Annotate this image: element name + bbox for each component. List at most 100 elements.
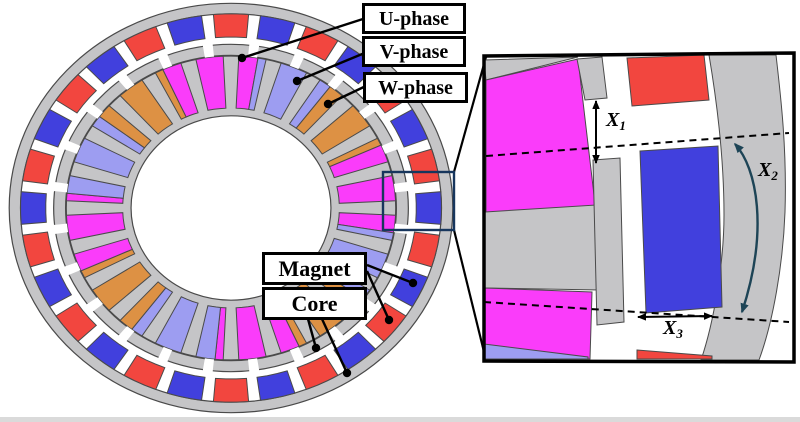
- x2-dimension-arrow: [733, 142, 759, 314]
- slot-opening-gap: [289, 346, 305, 364]
- pole-boundary-dashed-lower: [483, 301, 790, 323]
- core-leader-2: [320, 318, 349, 374]
- stator-slot-coil: [235, 305, 267, 361]
- rotor-magnet: [55, 73, 98, 114]
- rotor-magnet: [85, 331, 129, 371]
- rotor-magnet: [406, 148, 440, 185]
- stator-slot-coil: [73, 137, 136, 179]
- slot-opening-gap: [117, 326, 135, 343]
- stator-slot-coil: [65, 212, 126, 241]
- magnet-dot-red: [384, 315, 394, 325]
- stator-slot-coil: [162, 62, 199, 118]
- rotor-magnet: [166, 15, 206, 46]
- core-dot-tooth: [311, 343, 321, 353]
- rotor-magnet: [20, 191, 47, 225]
- u-phase-label-box: U-phase: [362, 3, 466, 34]
- rotor-magnet: [389, 108, 429, 148]
- slot-opening-gap: [202, 42, 214, 58]
- stator-tooth-tip-ring: [53, 43, 409, 373]
- dim-label-x2: X2: [758, 159, 778, 183]
- callout-lines: [241, 16, 414, 374]
- figure-bottom-edge: [0, 417, 800, 422]
- slot-opening-gap: [327, 73, 345, 90]
- detail-coil-upper: [485, 58, 597, 215]
- rotor-magnet: [123, 354, 166, 391]
- zoom-link-bottom: [452, 229, 488, 361]
- slot-opening-gap: [359, 103, 377, 119]
- u-phase-label: U-phase: [378, 7, 449, 30]
- rotor-magnet: [22, 148, 56, 185]
- slot-opening-gap: [157, 52, 173, 70]
- stator-slot-coil: [336, 223, 395, 241]
- v-phase-leader: [296, 50, 368, 83]
- x3-dimension-arrow: [637, 312, 713, 321]
- rotor-magnet: [22, 231, 56, 268]
- stator-slot-coil: [248, 57, 267, 111]
- stator-slot-coil: [154, 296, 199, 354]
- detail-tooth-shoe: [592, 157, 625, 326]
- stator-slot-coil: [329, 144, 389, 179]
- rotor-magnet: [406, 231, 440, 268]
- rotor-magnet: [55, 302, 98, 343]
- stator-slot-coil: [119, 79, 174, 135]
- u-phase-dot: [237, 53, 247, 63]
- magnet-leader-1: [366, 263, 414, 285]
- stator-slot-coil: [195, 55, 227, 111]
- slot-opening-gap: [381, 140, 400, 154]
- rotor-magnet: [33, 108, 73, 148]
- rotor-magnet: [33, 268, 73, 308]
- slot-opening-gap: [62, 140, 81, 154]
- detail-panel: [482, 51, 796, 364]
- magnet-label: Magnet: [278, 255, 351, 281]
- slot-opening-gap: [327, 326, 345, 343]
- detail-magnet-blue: [639, 145, 723, 314]
- slot-opening-gap: [289, 52, 305, 70]
- detail-magnet-red-top: [626, 54, 710, 107]
- v-phase-label-box: V-phase: [362, 36, 466, 67]
- stator-slot-coil: [66, 175, 126, 199]
- w-phase-dot: [323, 99, 333, 109]
- detail-tooth-shoe-upper: [576, 56, 608, 101]
- stator-slot-coil: [73, 237, 133, 272]
- magnet-leader-2: [365, 270, 391, 321]
- rotor-magnet: [123, 25, 166, 62]
- zoom-region-box: [381, 170, 456, 232]
- rotor-magnet: [256, 15, 296, 46]
- stator-slot-coil: [336, 175, 397, 204]
- zoom-link-top: [452, 56, 488, 173]
- zoom-link-lines: [452, 56, 488, 361]
- detail-tooth-body: [484, 204, 601, 291]
- magnet-dot-blue: [408, 278, 418, 288]
- dim-label-x1: X1: [606, 109, 626, 133]
- rotor-magnet: [256, 370, 296, 401]
- detail-panel-border: [482, 51, 796, 364]
- slot-opening-gap: [51, 181, 69, 193]
- slot-opening-gap: [202, 358, 214, 374]
- slot-opening-gap: [157, 346, 173, 364]
- stator-slot-coil: [91, 261, 152, 311]
- rotor-magnet: [166, 370, 206, 401]
- detail-magnet-red-bottom: [636, 349, 713, 360]
- v-phase-dot: [292, 76, 302, 86]
- core-label: Core: [291, 290, 338, 316]
- rotor-magnet: [415, 191, 442, 225]
- stator-slot-coil: [310, 105, 371, 155]
- stator-slot-coil: [119, 281, 167, 330]
- dim-label-x3: X3: [663, 317, 683, 341]
- core-dot-ring: [342, 368, 352, 378]
- slot-opening-gap: [51, 223, 69, 235]
- slot-opening-gap: [381, 262, 400, 276]
- rotor-magnet: [296, 354, 339, 391]
- slot-opening-gap: [117, 73, 135, 90]
- stator-slot-coil: [295, 86, 343, 135]
- slot-opening-gap: [393, 181, 411, 193]
- core-label-box: Core: [262, 287, 367, 320]
- slot-opening-gap: [85, 103, 103, 119]
- callout-dots: [237, 53, 418, 378]
- stator-slot-coil: [195, 305, 222, 360]
- slot-opening-gap: [85, 297, 103, 313]
- rotor-magnet: [85, 45, 129, 85]
- stator-slot-coil: [98, 105, 152, 149]
- v-phase-label: V-phase: [379, 40, 449, 63]
